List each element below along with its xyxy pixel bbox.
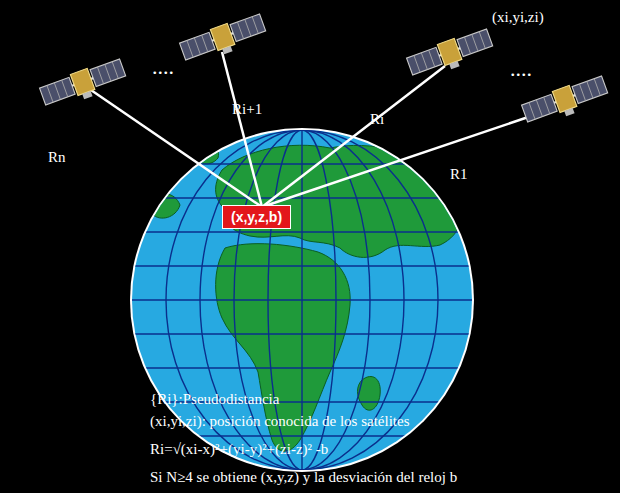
ellipsis-dots: .... (510, 60, 532, 78)
receiver-box: (x,y,z,b) (222, 205, 291, 229)
legend-note: {Ri}:Pseudodistancia (150, 390, 279, 408)
legend-note: (xi,yi,zi): posición conocida de los sat… (150, 412, 410, 430)
legend-note: Si N≥4 se obtiene (x,y,z) y la desviació… (150, 468, 457, 486)
node-text: (x,y,z,b) (231, 209, 282, 225)
range-label: Rn (48, 148, 66, 166)
range-label: R1 (450, 165, 468, 183)
range-label: Ri (370, 110, 384, 128)
formula: Ri=√(xi-x)²+(yi-y)²+(zi-z)² -b (150, 440, 328, 458)
range-label: Ri+1 (232, 100, 262, 118)
satellite-coordinates: (xi,yi,zi) (492, 8, 544, 26)
ellipsis-dots: .... (152, 58, 174, 76)
